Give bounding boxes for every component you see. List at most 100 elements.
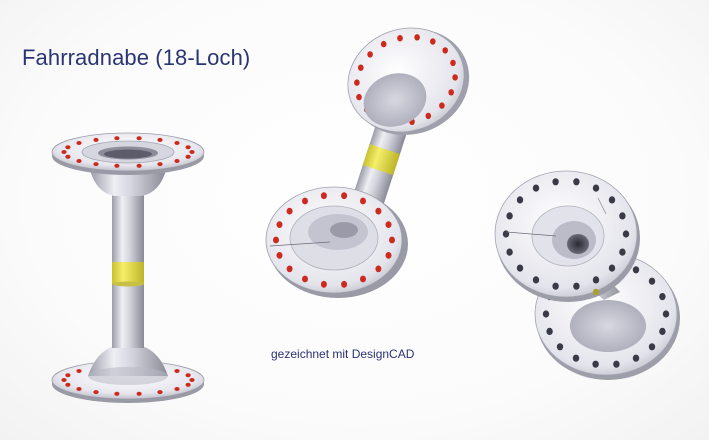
spoke-hole <box>273 236 279 244</box>
spoke-hole <box>632 354 640 362</box>
spoke-hole <box>320 192 327 200</box>
spoke-hole <box>185 373 191 378</box>
spoke-hole <box>341 280 348 288</box>
spoke-hole <box>592 184 600 192</box>
spoke-hole <box>93 137 99 142</box>
spoke-hole <box>442 47 449 54</box>
spoke-hole <box>648 277 656 285</box>
spoke-hole <box>302 275 308 283</box>
spoke-hole <box>185 145 191 150</box>
spoke-hole <box>632 266 640 274</box>
hub-diagonal <box>265 27 470 298</box>
spoke-hole <box>157 162 163 167</box>
spoke-hole <box>114 163 120 168</box>
spoke-hole <box>136 136 142 141</box>
spoke-hole <box>389 236 395 244</box>
spoke-hole <box>157 390 163 395</box>
spoke-hole <box>174 159 180 163</box>
spoke-hole <box>546 327 553 335</box>
spoke-hole <box>506 248 513 256</box>
front-flange <box>494 170 640 302</box>
spoke-hole <box>93 162 99 167</box>
spoke-hole <box>452 74 458 81</box>
spoke-hole <box>76 159 82 163</box>
spoke-hole <box>76 369 82 373</box>
color-band <box>112 262 144 284</box>
spoke-hole <box>622 230 630 238</box>
spoke-hole <box>320 280 327 288</box>
image-title: Fahrradnabe (18-Loch) <box>22 45 251 70</box>
spoke-hole <box>608 196 616 204</box>
spoke-hole <box>136 391 142 396</box>
spoke-hole <box>65 382 71 387</box>
spoke-hole <box>375 207 382 215</box>
spoke-hole <box>76 141 82 145</box>
spoke-hole <box>360 197 366 205</box>
spoke-hole <box>608 264 616 272</box>
spoke-hole <box>425 112 432 120</box>
spoke-hole <box>341 192 348 200</box>
spoke-hole <box>114 136 120 141</box>
spoke-hole <box>619 212 626 220</box>
spoke-hole <box>502 230 510 238</box>
spoke-hole <box>552 282 559 290</box>
lower-flange <box>265 186 408 298</box>
spoke-hole <box>385 252 392 259</box>
spoke-hole <box>430 38 436 45</box>
spoke-hole <box>174 369 180 373</box>
spoke-hole <box>276 221 283 229</box>
spoke-hole <box>61 150 67 154</box>
spoke-hole <box>189 378 195 382</box>
hub-end-on <box>494 170 680 380</box>
spoke-hole <box>354 79 360 86</box>
spoke-hole <box>542 310 550 318</box>
spoke-hole <box>592 276 600 284</box>
spoke-hole <box>358 64 364 71</box>
bottom-flange <box>51 346 205 403</box>
spoke-hole <box>659 327 666 335</box>
spoke-hole <box>189 150 195 154</box>
spoke-hole <box>619 248 626 256</box>
spoke-hole <box>414 34 420 41</box>
spoke-hole <box>573 178 580 186</box>
spoke-hole <box>360 275 366 283</box>
drawing-caption: gezeichnet mit DesignCAD <box>271 347 415 361</box>
spoke-hole <box>76 387 82 391</box>
spoke-hole <box>65 145 71 150</box>
spoke-hole <box>592 360 599 368</box>
spoke-hole <box>552 178 559 186</box>
spoke-hole <box>61 378 67 382</box>
spoke-hole <box>532 184 540 192</box>
spoke-hole <box>185 154 191 159</box>
spoke-hole <box>516 264 524 272</box>
color-band <box>362 144 401 175</box>
spoke-hole <box>114 391 120 396</box>
spoke-hole <box>556 343 564 351</box>
spoke-hole <box>276 252 283 259</box>
spoke-hole <box>286 207 293 215</box>
spoke-hole <box>573 282 580 290</box>
spoke-hole <box>302 197 308 205</box>
spoke-hole <box>613 360 620 368</box>
spoke-hole <box>648 343 656 351</box>
spoke-hole <box>65 373 71 378</box>
spoke-hole <box>185 382 191 387</box>
spoke-hole <box>93 390 99 395</box>
spoke-hole <box>65 154 71 159</box>
spoke-hole <box>286 265 293 273</box>
upper-flange <box>347 27 470 135</box>
spoke-hole <box>532 276 540 284</box>
spoke-hole <box>174 141 180 145</box>
spoke-hole <box>397 35 403 42</box>
spoke-hole <box>356 93 362 101</box>
top-flange <box>51 132 205 196</box>
spoke-hole <box>572 354 580 362</box>
spoke-hole <box>136 163 142 168</box>
spoke-hole <box>174 387 180 391</box>
spoke-hole <box>385 221 392 229</box>
spoke-hole <box>157 137 163 142</box>
spoke-hole <box>450 59 456 67</box>
spoke-hole <box>439 102 445 109</box>
spoke-hole <box>367 51 373 58</box>
